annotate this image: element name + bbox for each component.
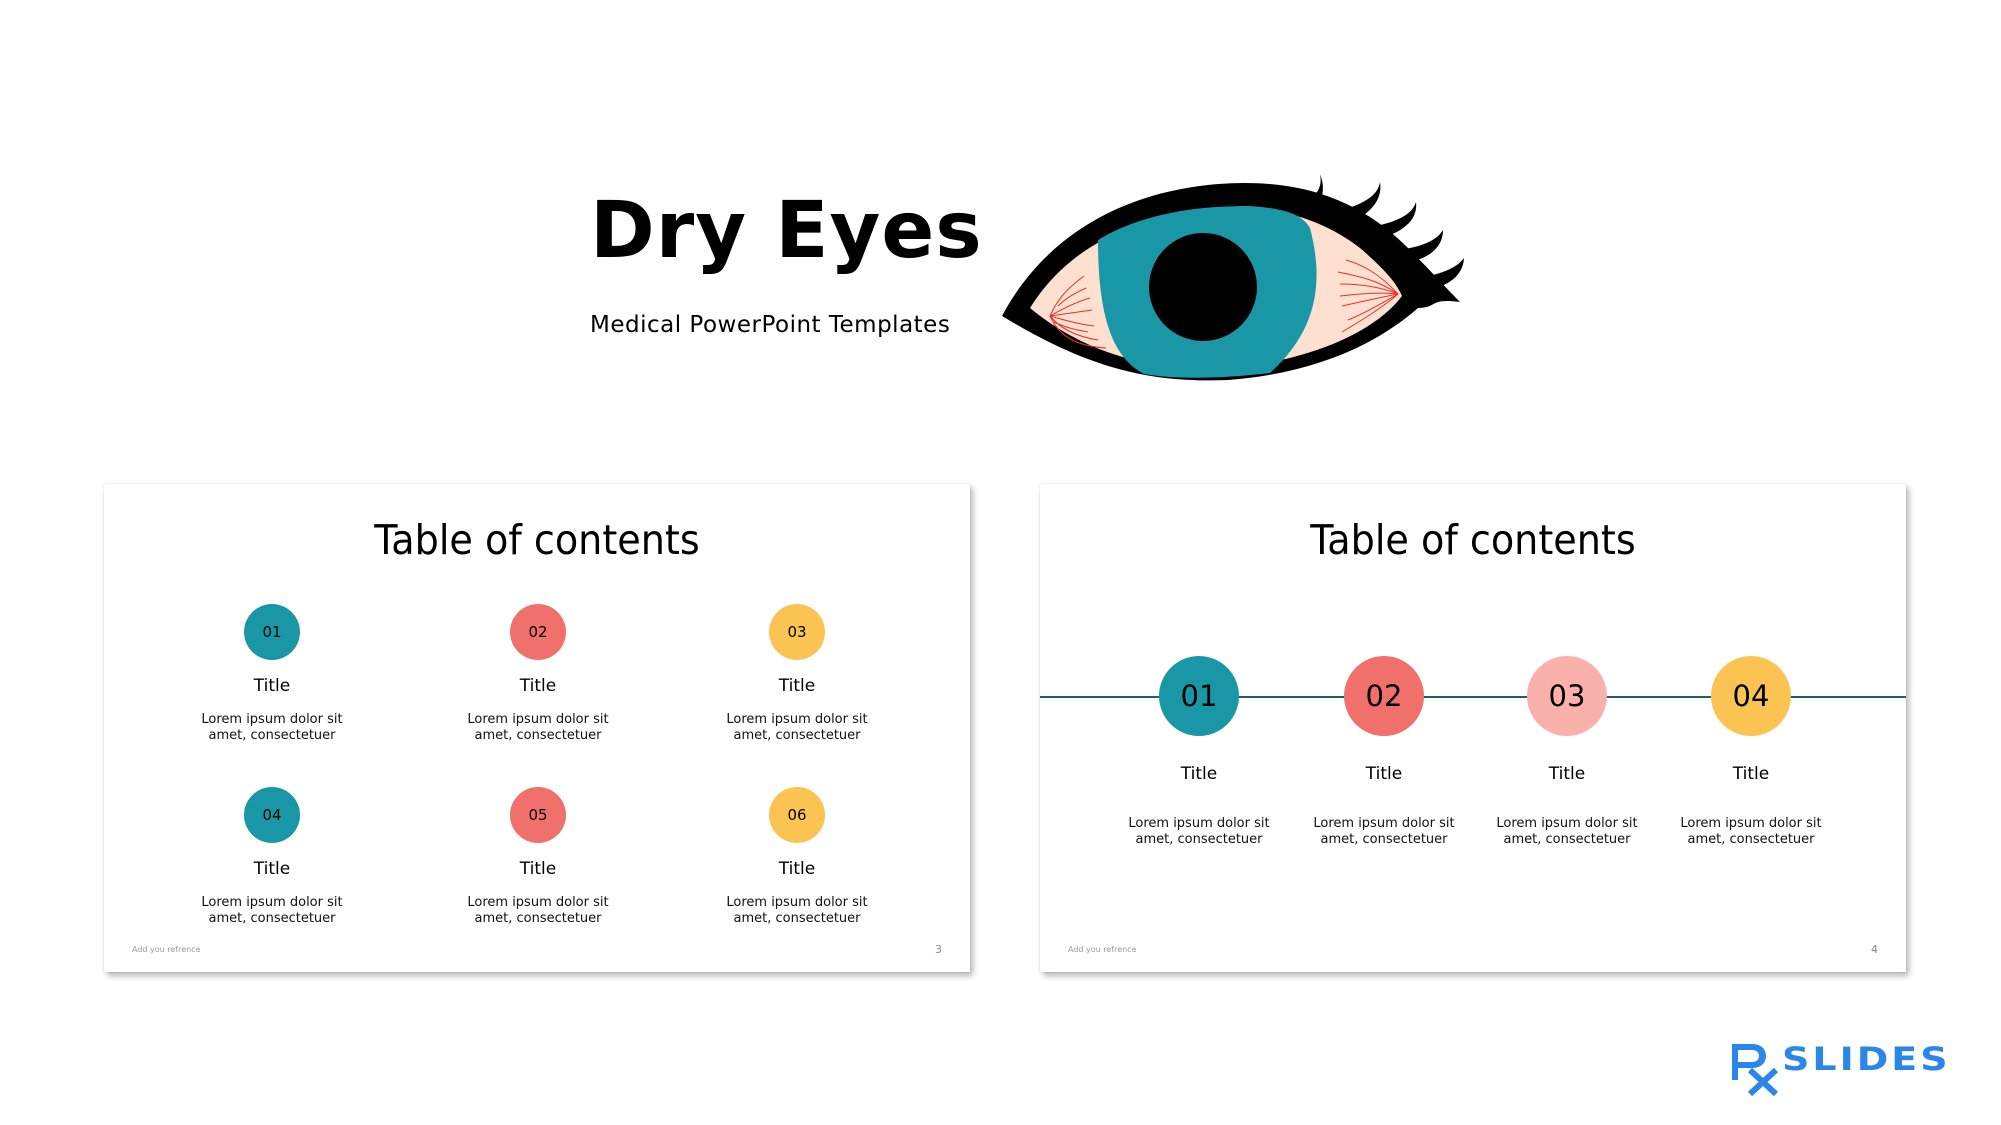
item-title: Title — [1548, 764, 1586, 784]
number-badge: 01 — [244, 604, 300, 660]
item-title: Title — [1732, 764, 1770, 784]
number-badge: 03 — [1527, 656, 1607, 736]
slide-reference: Add you refrence — [132, 945, 201, 954]
item-title: Title — [519, 859, 557, 879]
number-badge: 02 — [1344, 656, 1424, 736]
number-badge: 05 — [510, 787, 566, 843]
slide-page-number: 4 — [1871, 943, 1878, 956]
eye-illustration-icon — [1002, 174, 1464, 381]
slide-page-number: 3 — [935, 943, 942, 956]
item-title: Title — [778, 676, 816, 696]
slide-thumbnail-4[interactable]: Table of contents 01 Title Lorem ipsum d… — [1040, 484, 1906, 972]
item-title: Title — [1365, 764, 1403, 784]
number-badge: 06 — [769, 787, 825, 843]
item-title: Title — [253, 859, 291, 879]
item-title: Title — [1180, 764, 1218, 784]
rx-mark-icon — [1732, 1044, 1778, 1096]
hero-subtitle: Medical PowerPoint Templates — [590, 312, 951, 338]
number-badge: 02 — [510, 604, 566, 660]
slide-thumbnail-3[interactable]: Table of contents 01 Title Lorem ipsum d… — [104, 484, 970, 972]
slide-title: Table of contents — [374, 516, 700, 564]
rxslides-logo: SLIDES — [1728, 1040, 1951, 1096]
number-badge: 01 — [1159, 656, 1239, 736]
hero-title: Dry Eyes — [590, 186, 983, 276]
number-badge: 03 — [769, 604, 825, 660]
number-badge: 04 — [244, 787, 300, 843]
slide-title: Table of contents — [1310, 516, 1636, 564]
logo-text: SLIDES — [1782, 1040, 1951, 1078]
item-title: Title — [519, 676, 557, 696]
number-badge: 04 — [1711, 656, 1791, 736]
timeline-line — [1040, 696, 1906, 698]
item-title: Title — [778, 859, 816, 879]
slide-reference: Add you refrence — [1068, 945, 1137, 954]
item-title: Title — [253, 676, 291, 696]
